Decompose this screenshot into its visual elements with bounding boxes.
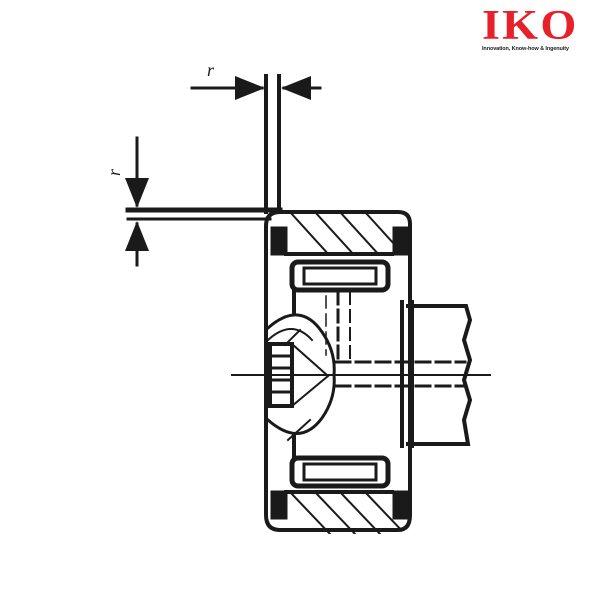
dimension-label-horizontal: r [207,60,215,80]
dimension-label-vertical: r [104,168,124,176]
needle-roller-bottom [289,455,391,489]
dimension-horizontal [190,74,322,214]
logo-tagline: Innovation, Know-how & Ingenuity [482,46,569,52]
hex-socket [265,313,336,442]
logo-mark: IKO [482,3,579,49]
iko-logo: IKO Innovation, Know-how & Ingenuity [482,5,594,52]
dimension-vertical [125,136,283,267]
needle-roller-top [289,259,391,293]
outer-ring [264,210,412,534]
center-lines [231,290,491,388]
